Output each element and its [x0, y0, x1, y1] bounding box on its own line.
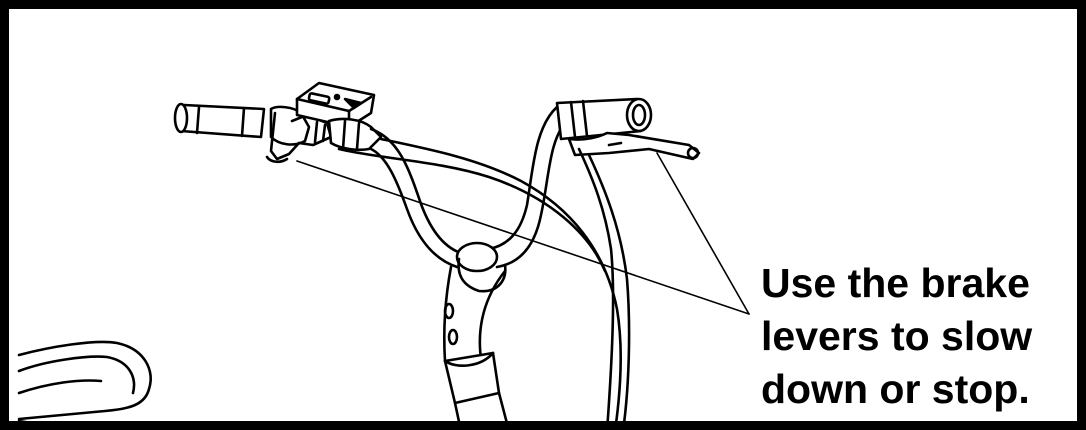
- right-grip: [557, 99, 651, 139]
- caption-line-3: down or stop.: [761, 366, 1030, 412]
- handlebar-left-section: [371, 129, 464, 267]
- left-grip: [175, 104, 264, 137]
- handlebar-right-section: [489, 107, 567, 267]
- cables: [339, 139, 629, 430]
- control-display-icon: [297, 83, 374, 127]
- callout-lines: [297, 153, 749, 314]
- right-brake-lever: [569, 133, 699, 159]
- caption-line-2: levers to slow: [761, 313, 1033, 359]
- stem: [444, 243, 509, 430]
- bicycle-handlebar-illustration: [9, 9, 1086, 430]
- bicycle-seat-illustration: [19, 342, 151, 430]
- caption-line-1: Use the brake: [761, 260, 1030, 306]
- brake-instruction-caption: Use the brake levers to slow down or sto…: [761, 257, 1061, 416]
- left-clamp: [329, 119, 381, 150]
